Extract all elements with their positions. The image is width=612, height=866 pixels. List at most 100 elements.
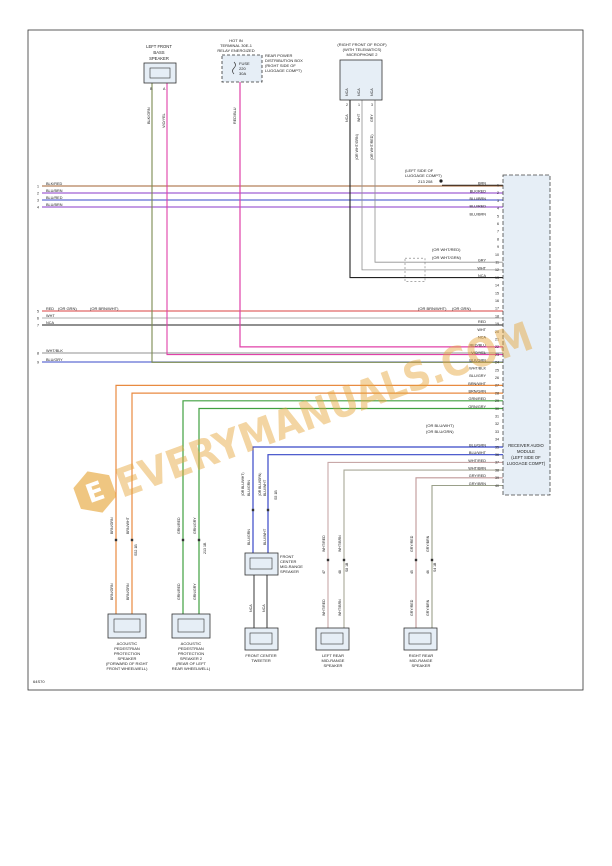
module-pin-number: 16 <box>495 299 499 303</box>
right-rear-midrange-speaker: GRY/RED GRY/BRN GRY/RED GRY/BRN 45 46 S4… <box>403 535 438 668</box>
module-wire-label: BLU/GRN <box>469 443 486 447</box>
fuse-line: 220 <box>239 66 246 71</box>
connector-pin-number: 3 <box>37 198 39 202</box>
module-pin-number: 32 <box>495 422 499 426</box>
connector-wire-label: WHT/BLK <box>46 349 63 353</box>
speaker-box <box>107 613 147 639</box>
wire-color-label: BLK/GRN <box>147 107 151 124</box>
alt-label: (OR WHT/RED) <box>432 247 461 252</box>
connector-pin-number: 1 <box>37 184 39 188</box>
module-pin-number: 37 <box>495 461 499 465</box>
module-pin-number: 28 <box>495 391 499 395</box>
pin-label: 47 <box>322 570 326 574</box>
component-name-line: PROTECTION <box>178 651 204 656</box>
wire-color-label: GRY/BRN <box>426 599 430 616</box>
component-name-line: BASS <box>153 50 164 55</box>
mic-wire-label: GRY <box>370 114 374 122</box>
mic-wire-label: WHT <box>357 113 361 122</box>
connector-pin-number: 7 <box>37 323 39 327</box>
mic-name-line: (WITH TELEMATICS) <box>343 47 382 52</box>
module-wire-label: GRN/GRY <box>468 405 486 409</box>
module-pin-number: 35 <box>495 445 499 449</box>
component-name-line: REAR WHEELWELL) <box>172 666 211 671</box>
module-pin-number: 39 <box>495 476 499 480</box>
wire-grn-gry <box>198 407 503 614</box>
wire-color-label: BRN/GRN <box>110 583 114 600</box>
box-location-line: REAR POWER <box>265 53 292 58</box>
module-wire-label: WHT <box>477 328 486 332</box>
tweeter-icon <box>249 632 273 645</box>
module-pin-number: 33 <box>495 430 499 434</box>
component-name-line: MID-RANGE <box>280 564 303 569</box>
module-box <box>502 174 551 496</box>
wire-mic-nca <box>349 100 503 279</box>
inline-connector-mark <box>130 538 134 542</box>
ground-id: 213 208 <box>418 179 433 184</box>
pin-label: B <box>150 87 153 91</box>
connector-pin-number: 4 <box>37 205 39 209</box>
module-pin-number: 1 <box>497 184 499 188</box>
module-wire-label: GRN/RED <box>468 397 486 401</box>
module-name-line: (LEFT SIDE OF <box>511 455 541 460</box>
speaker-icon <box>408 632 432 645</box>
module-wire-label: BLU/RED <box>470 205 487 209</box>
speaker-icon <box>177 618 205 633</box>
module-wire-label: WHT/RED <box>468 459 486 463</box>
fuse-header-line: TERMINAL 30E-1 <box>220 43 253 48</box>
connector-wire-label: WHT <box>46 314 55 318</box>
ground-point: (LEFT SIDE OF LUGGAGE COMPT) 213 208 <box>405 168 443 184</box>
splice-label: S52 1B <box>134 544 138 556</box>
splice-label: S8 1B <box>345 562 349 572</box>
mic-name-line: MICROPHONE 2 <box>347 52 379 57</box>
component-name-line: ACOUSTIC <box>181 641 202 646</box>
module-wire-label: RED <box>478 320 486 324</box>
module-wire-label: WHT <box>477 266 486 270</box>
splice-label: S4 1B <box>433 562 437 572</box>
wire-color-label: BRN/GRN <box>126 583 130 600</box>
component-name-line: CENTER <box>280 559 297 564</box>
connector-wire-label: BLU/BRN <box>46 189 63 193</box>
component-name-line: ACOUSTIC <box>117 641 138 646</box>
mic-alt-label: (OR WHT/RED) <box>370 134 374 160</box>
component-name-line: SPEAKER 2 <box>180 656 203 661</box>
wire-color-label: GRY/RED <box>410 599 414 616</box>
module-wire-label: GRY/BRN <box>469 482 486 486</box>
component-name-line: SPEAKER <box>118 656 137 661</box>
alt-label: (OR GRN) <box>58 306 77 311</box>
alt-label: (OR WHT/GRN) <box>432 255 462 260</box>
bottom-speakers: BRN/GRN BRN/GRN BRN/GRN BRN/WHT S52 1B A… <box>106 472 438 671</box>
connector-pin-number: 5 <box>37 309 39 313</box>
pin-label: 1 <box>358 103 360 107</box>
wire-color-label: BLU/GRN <box>247 529 251 545</box>
module-pin-number: 13 <box>495 276 499 280</box>
module-pin-number: 5 <box>497 214 499 218</box>
wire-color-label: VIO/YEL <box>162 113 166 128</box>
module-pin-number: 26 <box>495 376 499 380</box>
component-name-line: (FORWARD OF RIGHT <box>106 661 149 666</box>
wire-wht-brn <box>343 469 503 628</box>
wire-color-label: WHT/RED <box>322 535 326 552</box>
alt-label: (OR BRN/WHT) <box>90 306 119 311</box>
watermark-logo: E <box>73 471 117 513</box>
module-pin-number: 4 <box>497 207 499 211</box>
module-pin-number: 7 <box>497 230 499 234</box>
module-pin-number: 14 <box>495 284 499 288</box>
alt-label: (OR BRN/WHT) <box>418 306 447 311</box>
module-wire-label: BRN/WHT <box>468 382 486 386</box>
wire-color-label: GRY/BRN <box>426 535 430 552</box>
mic-wire-label: NCA <box>345 114 349 122</box>
module-name-line: MODULE <box>517 449 535 454</box>
module-pin-number: 27 <box>495 384 499 388</box>
module-pin-number: 11 <box>495 261 499 265</box>
wire-color-label: BLU/WHT <box>263 528 267 545</box>
pin-label: 2 <box>346 103 348 107</box>
left-connector: 1BLK/RED2BLU/BRN3BLU/RED4BLU/BRN5RED6WHT… <box>37 182 63 364</box>
box-location-line: DISTRIBUTION BOX <box>265 58 303 63</box>
ground-location-line: LUGGAGE COMPT) <box>405 173 442 178</box>
speaker-box <box>403 627 438 651</box>
module-pin-number: 3 <box>497 199 499 203</box>
module-pin-number: 15 <box>495 291 499 295</box>
module-pin-number: 36 <box>495 453 499 457</box>
wire-blu-wht <box>267 454 503 553</box>
left-front-bass-speaker: LEFT FRONT BASS SPEAKER B A BLK/GRN VIO/… <box>143 44 177 128</box>
